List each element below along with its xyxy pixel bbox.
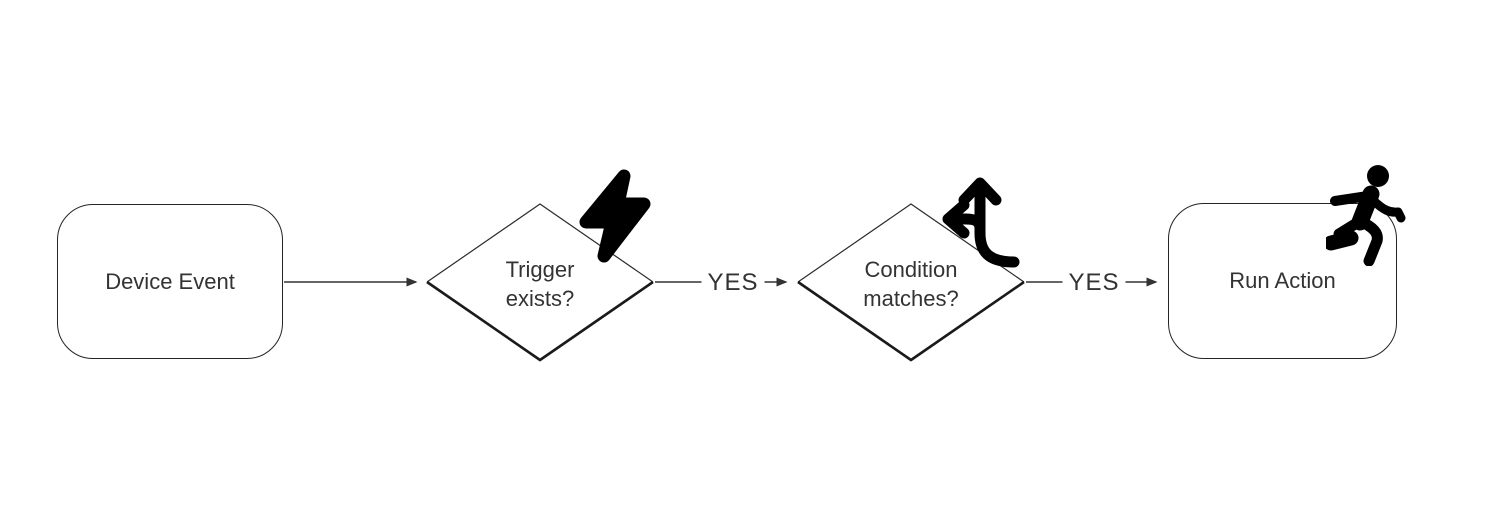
- person-running-icon: [1326, 165, 1406, 266]
- node-run-action-label: Run Action: [1229, 268, 1336, 293]
- node-device-event: Device Event: [57, 204, 283, 359]
- split-directions-icon: [942, 177, 1020, 268]
- node-device-event-label: Device Event: [105, 268, 235, 294]
- node-trigger-exists-label: Trigger exists?: [505, 257, 575, 311]
- node-condition-matches-label: Condition matches?: [863, 257, 959, 311]
- node-trigger-exists-shape: [426, 203, 654, 362]
- lightning-bolt-icon: [579, 169, 651, 263]
- edge-label-yes-1: YES: [701, 269, 765, 297]
- edge-label-yes-2: YES: [1062, 269, 1126, 297]
